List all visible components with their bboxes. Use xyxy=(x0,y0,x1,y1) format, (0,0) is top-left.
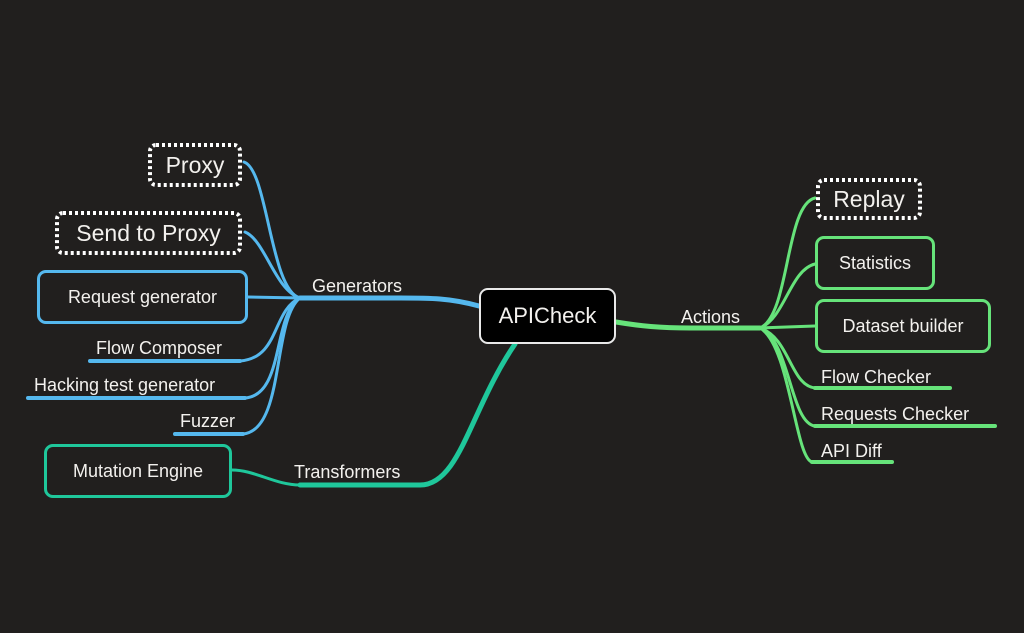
link-transformers-mutation xyxy=(230,468,302,487)
node-mutation-engine-label: Mutation Engine xyxy=(72,460,204,481)
node-replay-label: Replay xyxy=(833,185,905,212)
node-proxy[interactable]: Proxy xyxy=(145,140,245,190)
link-actions-requests-checker xyxy=(758,326,817,428)
node-api-diff[interactable]: API Diff xyxy=(821,441,882,461)
node-replay[interactable]: Replay xyxy=(813,175,925,223)
node-mutation-engine[interactable]: Mutation Engine xyxy=(44,444,232,498)
actions-connectors xyxy=(613,196,817,464)
link-generators-send-to-proxy xyxy=(243,230,302,300)
text-underlines xyxy=(26,359,997,464)
node-send-to-proxy[interactable]: Send to Proxy xyxy=(52,208,245,258)
link-generators-fuzzer xyxy=(241,296,302,436)
node-flow-checker[interactable]: Flow Checker xyxy=(821,367,932,387)
branch-generators[interactable]: Generators xyxy=(312,276,403,296)
node-statistics[interactable]: Statistics xyxy=(815,236,935,290)
node-fuzzer[interactable]: Fuzzer xyxy=(180,411,236,431)
link-actions-replay xyxy=(758,196,817,330)
root-node[interactable]: APICheck xyxy=(479,288,616,344)
node-flow-composer[interactable]: Flow Composer xyxy=(96,338,223,358)
cloud-border-icon xyxy=(816,178,922,220)
generators-connectors xyxy=(238,160,482,436)
node-request-generator[interactable]: Request generator xyxy=(37,270,248,324)
link-generators-proxy xyxy=(242,160,302,300)
branch-actions[interactable]: Actions xyxy=(681,307,741,327)
node-hacking-test-generator[interactable]: Hacking test generator xyxy=(34,375,216,395)
node-proxy-label: Proxy xyxy=(165,151,225,178)
node-send-to-proxy-label: Send to Proxy xyxy=(76,219,221,246)
link-actions-api-diff xyxy=(758,326,814,464)
link-actions-dataset xyxy=(758,324,817,330)
link-root-actions xyxy=(613,319,763,331)
node-dataset-builder-label: Dataset builder xyxy=(842,315,964,336)
link-root-transformers xyxy=(297,341,518,488)
node-requests-checker[interactable]: Requests Checker xyxy=(821,404,970,424)
node-dataset-builder[interactable]: Dataset builder xyxy=(815,299,991,353)
node-statistics-label: Statistics xyxy=(838,252,912,273)
branch-transformers[interactable]: Transformers xyxy=(294,462,401,482)
cloud-border-icon xyxy=(55,211,242,255)
node-request-generator-label: Request generator xyxy=(67,286,218,307)
link-generators-request-generator xyxy=(246,295,302,300)
link-actions-statistics xyxy=(758,262,817,330)
link-generators-hacking xyxy=(243,296,302,400)
cloud-border-icon xyxy=(148,143,242,187)
root-label: APICheck xyxy=(498,303,597,328)
transformers-connectors xyxy=(230,341,518,488)
link-root-generators xyxy=(297,295,482,309)
